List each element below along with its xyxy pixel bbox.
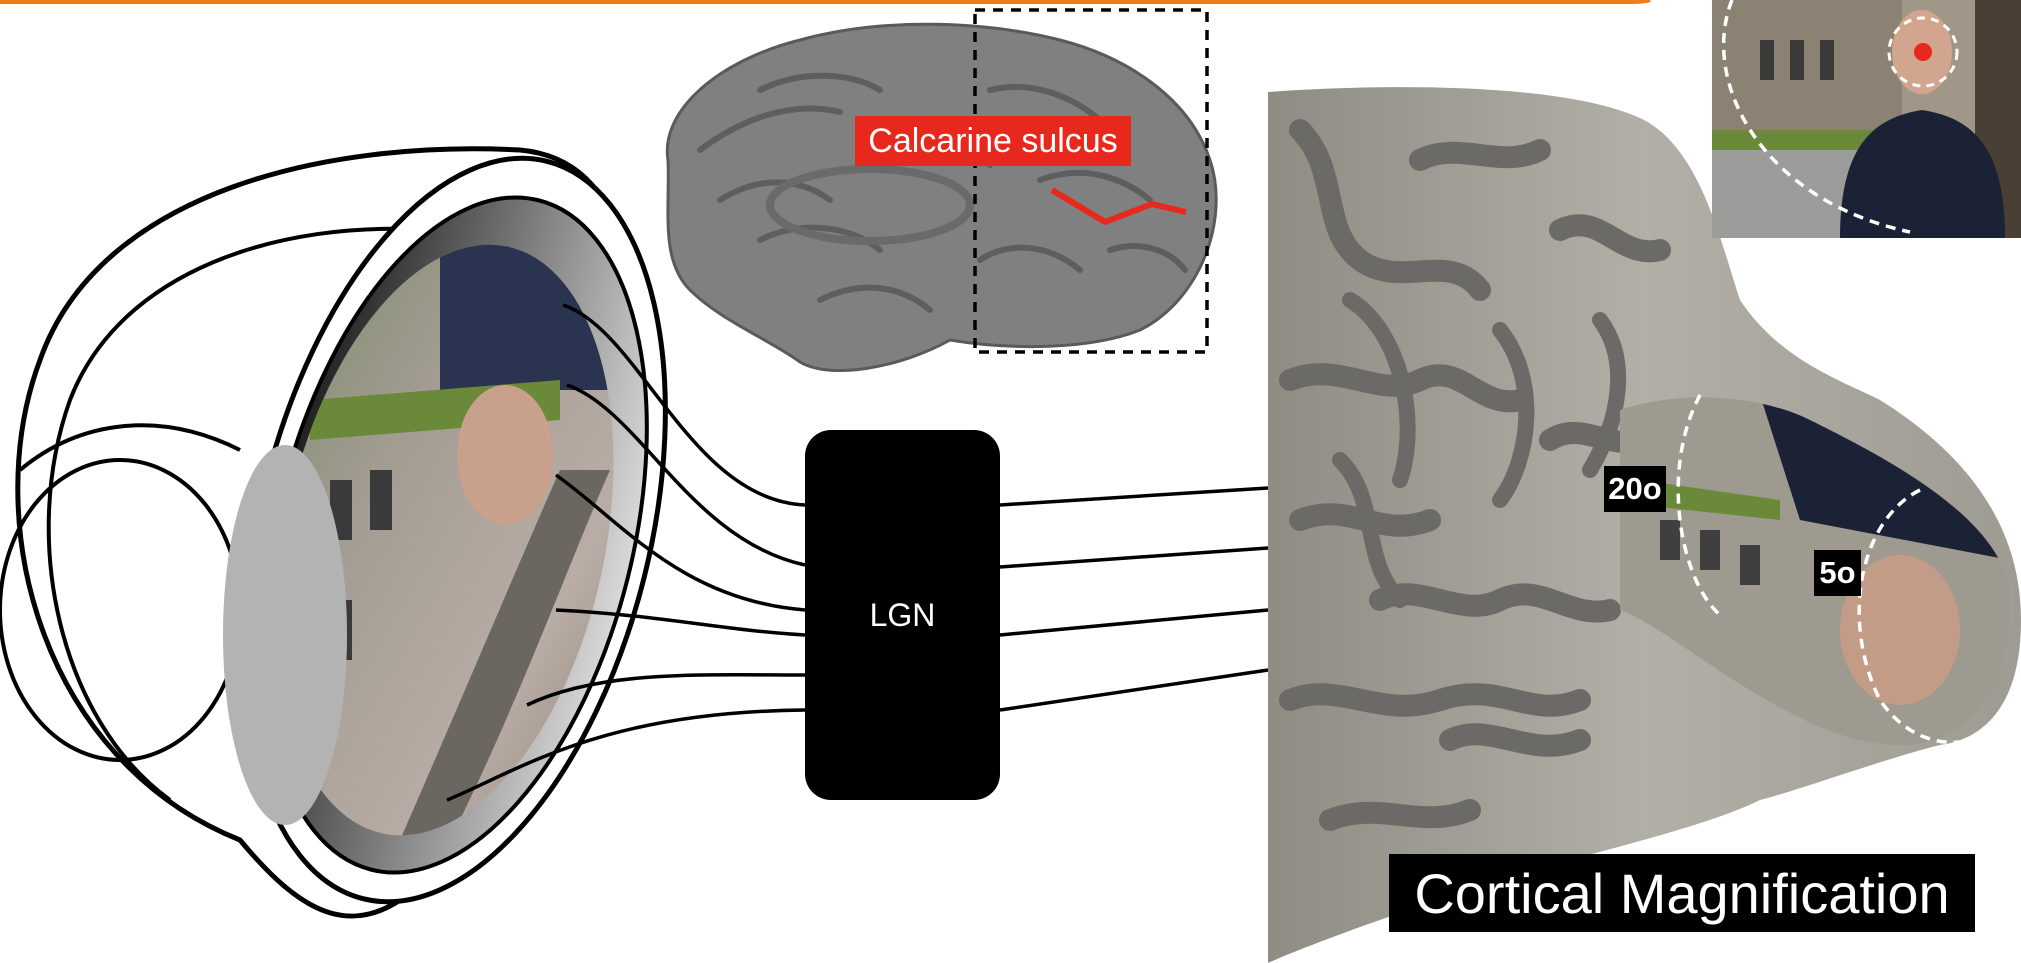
brain-icon (667, 24, 1216, 370)
calcarine-sulcus-label: Calcarine sulcus (855, 116, 1131, 166)
eccentricity-5-label: 5o (1814, 550, 1861, 596)
top-rule (0, 0, 1650, 2)
lgn-label: LGN (805, 430, 1000, 800)
person-photo-icon (1712, 0, 2021, 238)
eccentricity-20-label: 20o (1604, 466, 1666, 512)
cortical-magnification-title: Cortical Magnification (1389, 854, 1975, 932)
optic-radiations (1000, 488, 1268, 710)
